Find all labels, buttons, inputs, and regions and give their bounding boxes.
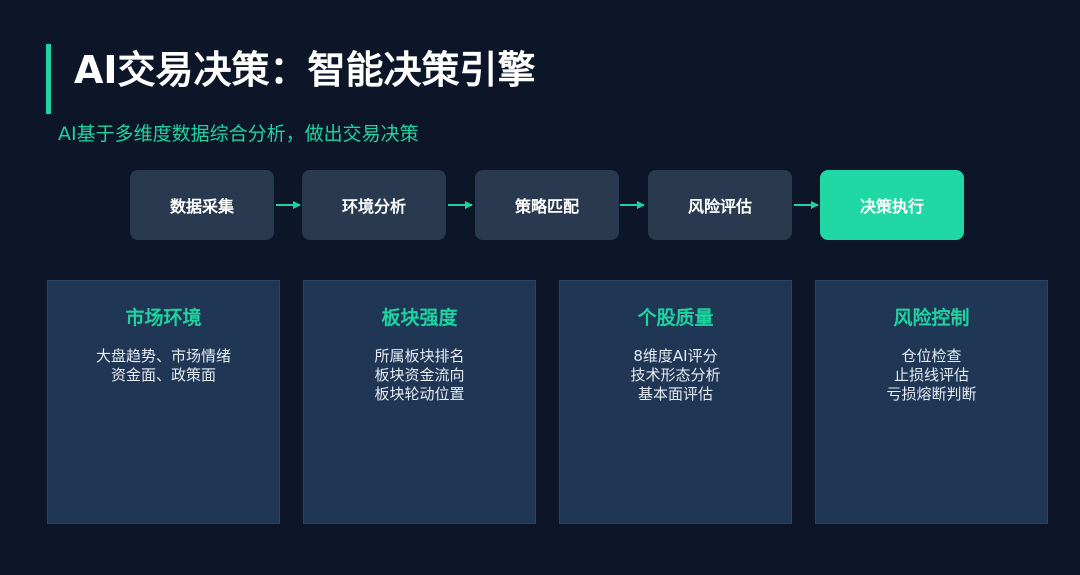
page-subtitle: AI基于多维度数据综合分析，做出交易决策 (58, 123, 419, 145)
card-line: 技术形态分析 (630, 366, 721, 384)
card-title: 市场环境 (125, 307, 202, 329)
card-content: 8维度AI评分 技术形态分析 基本面评估 (560, 347, 791, 404)
card-line: 资金面、政策面 (110, 366, 216, 384)
card-line: 基本面评估 (637, 385, 713, 403)
card-title: 个股质量 (637, 307, 714, 329)
card-title: 风险控制 (893, 307, 970, 329)
card-sector-strength: 板块强度 所属板块排名 板块资金流向 板块轮动位置 (303, 280, 536, 524)
card-line: 止损线评估 (893, 366, 969, 384)
card-title: 板块强度 (381, 307, 458, 329)
flow-step-environment-analysis: 环境分析 (302, 170, 446, 240)
card-line: 8维度AI评分 (633, 347, 718, 365)
flow-step-data-collection: 数据采集 (130, 170, 274, 240)
card-stock-quality: 个股质量 8维度AI评分 技术形态分析 基本面评估 (559, 280, 792, 524)
card-line: 亏损熔断判断 (886, 385, 977, 403)
page-title: AI交易决策：智能决策引擎 (74, 48, 536, 92)
title-accent-bar (46, 44, 51, 114)
flow-step-risk-assessment: 风险评估 (648, 170, 792, 240)
flow-step-strategy-matching: 策略匹配 (475, 170, 619, 240)
card-content: 仓位检查 止损线评估 亏损熔断判断 (816, 347, 1047, 404)
card-line: 仓位检查 (901, 347, 962, 365)
card-content: 所属板块排名 板块资金流向 板块轮动位置 (304, 347, 535, 404)
card-line: 大盘趋势、市场情绪 (95, 347, 231, 365)
card-content: 大盘趋势、市场情绪 资金面、政策面 (48, 347, 279, 385)
card-line: 所属板块排名 (374, 347, 465, 365)
card-risk-control: 风险控制 仓位检查 止损线评估 亏损熔断判断 (815, 280, 1048, 524)
card-line: 板块轮动位置 (374, 385, 465, 403)
card-line: 板块资金流向 (374, 366, 465, 384)
flow-step-decision-execution: 决策执行 (820, 170, 964, 240)
card-market-environment: 市场环境 大盘趋势、市场情绪 资金面、政策面 (47, 280, 280, 524)
